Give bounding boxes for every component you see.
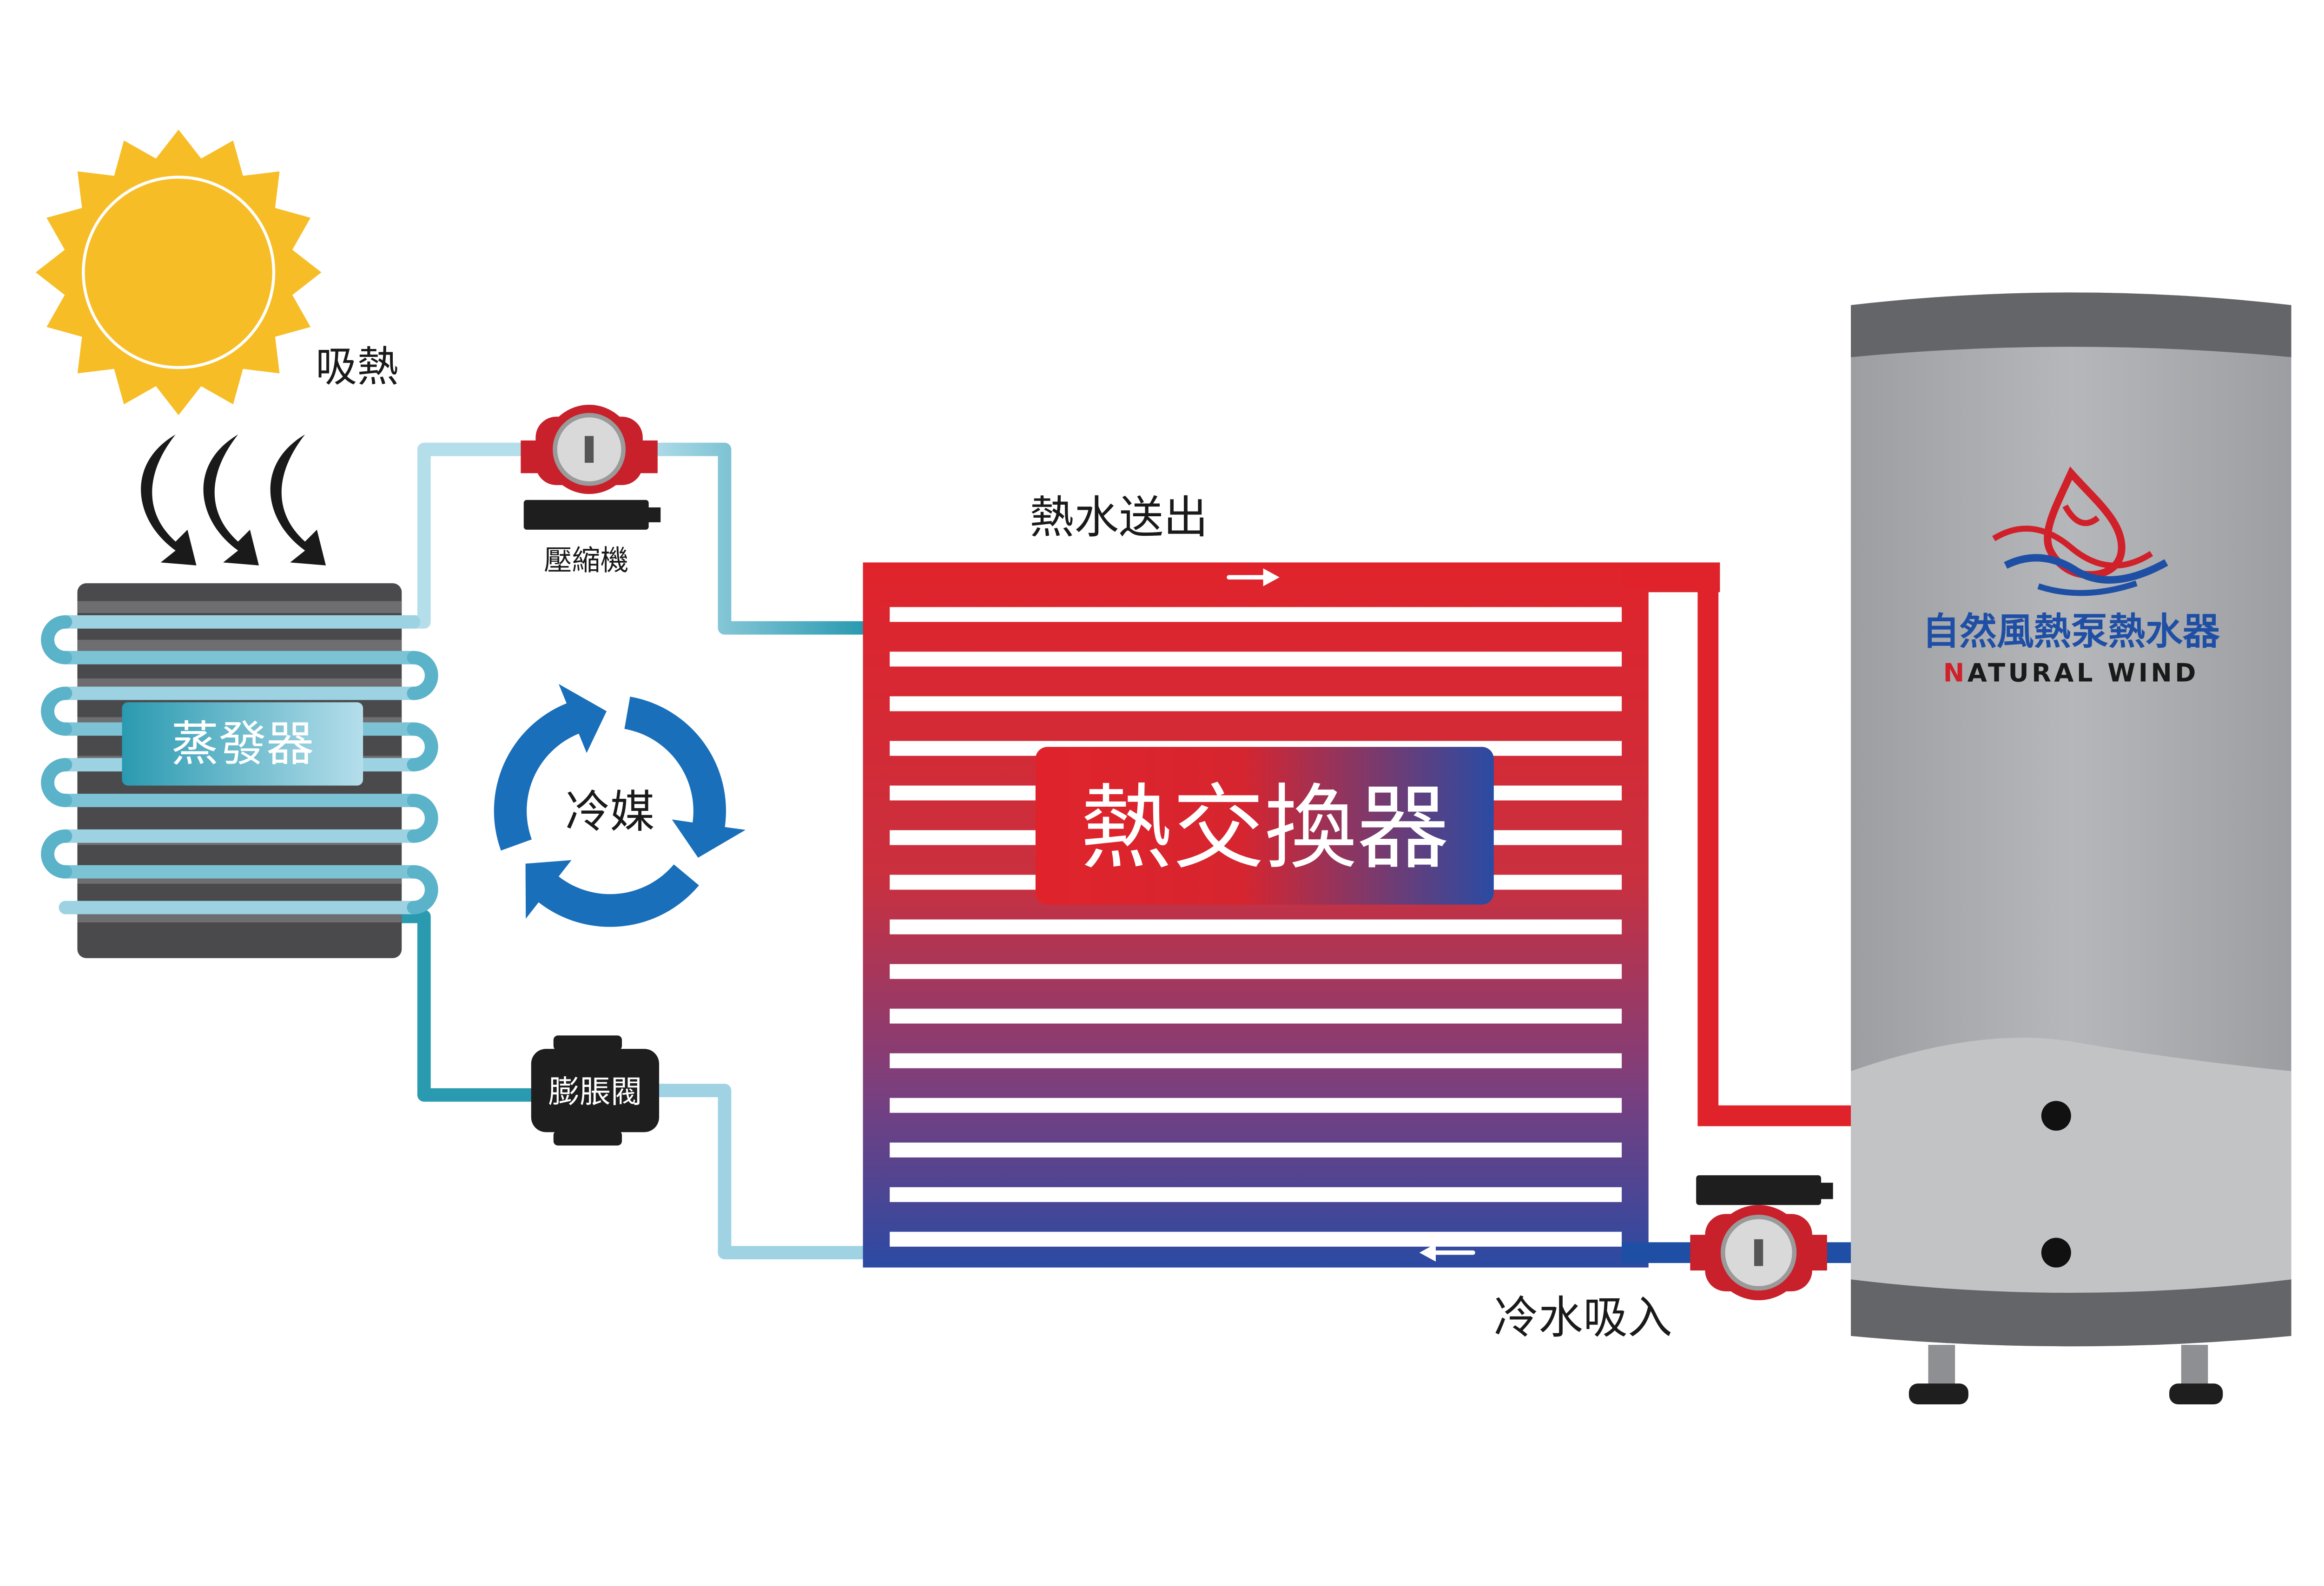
expansion-valve: 膨脹閥	[531, 1035, 660, 1146]
hot-water-out-label: 熱水送出	[1030, 491, 1208, 543]
pump-icon	[1690, 1175, 1833, 1301]
cold-water-in-label: 冷水吸入	[1494, 1291, 1672, 1343]
evaporator-label: 蒸發器	[171, 717, 314, 772]
compressor	[521, 405, 661, 530]
heat-exchanger-label: 熱交換器	[1080, 775, 1449, 882]
brand-name-en: NATURAL WIND	[1943, 658, 2199, 687]
water-tank	[1851, 292, 2291, 1405]
brand-name-en-initial: N	[1943, 658, 1967, 687]
compressor-label: 壓縮機	[544, 544, 628, 577]
water-drop-logo-icon	[1992, 466, 2168, 596]
brand-name-zh: 自然風熱泵熱水器	[1922, 610, 2220, 653]
heat-exchanger: 熱交換器	[863, 562, 2053, 1268]
refrigerant-label: 冷媒	[565, 786, 654, 838]
absorb-heat-label: 吸熱	[316, 343, 399, 391]
sun-icon	[35, 129, 322, 415]
evaporator: 蒸發器	[41, 583, 438, 958]
curved-arrow-icon	[141, 434, 326, 566]
brand-name-en-rest: ATURAL WIND	[1967, 658, 2199, 687]
expansion-valve-label: 膨脹閥	[548, 1073, 642, 1110]
cycle-arrows-icon	[494, 684, 746, 927]
